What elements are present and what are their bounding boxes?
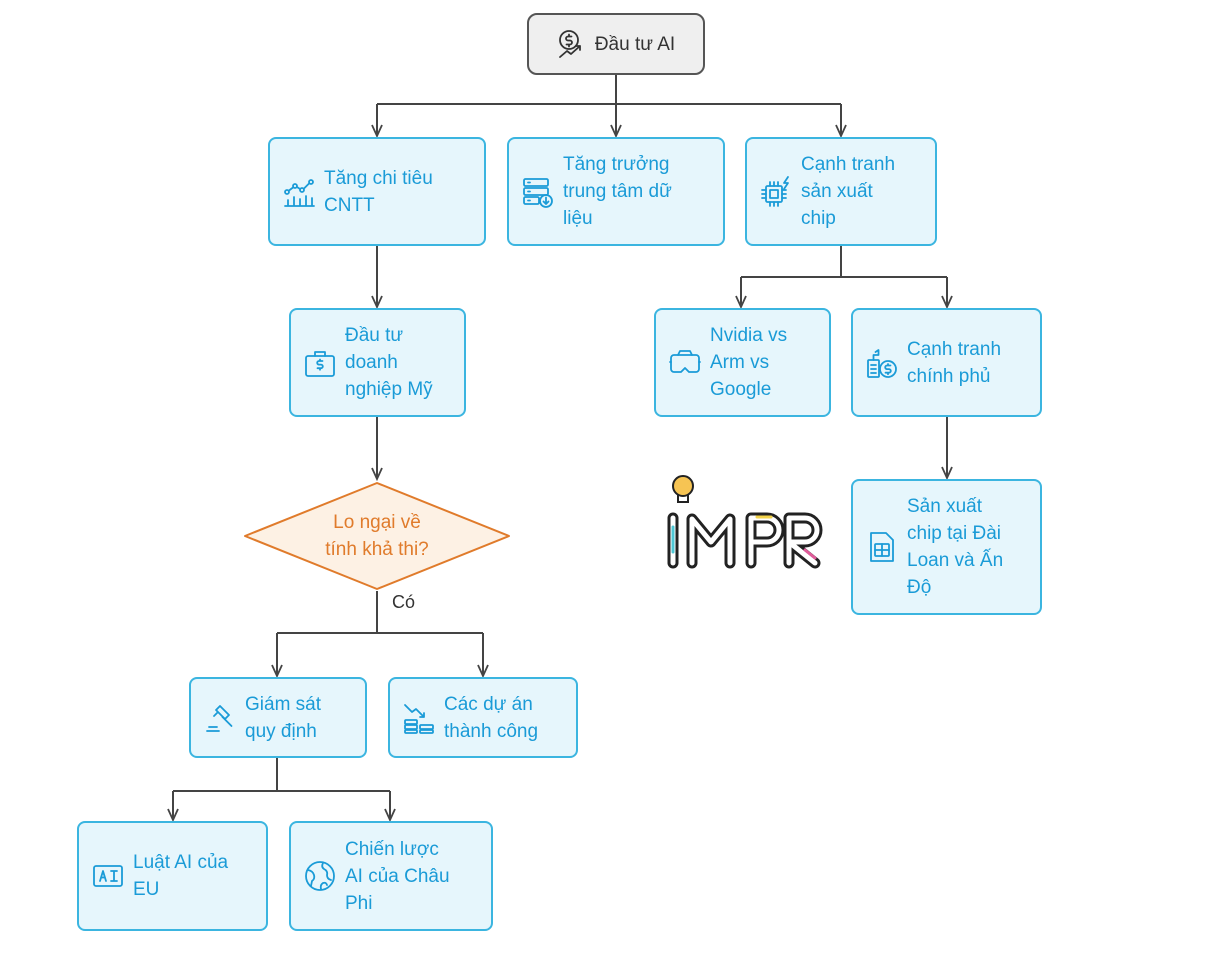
node-successful-projects[interactable]: Các dự án thành công [388,677,578,758]
node-africa-ai-strategy[interactable]: Chiến lược AI của Châu Phi [289,821,493,931]
chart-growth-icon [282,175,316,209]
ai-chip-icon [91,859,125,893]
investment-growth-icon [557,28,589,60]
node-datacenter-growth[interactable]: Tăng trưởng trung tâm dữ liệu [507,137,725,246]
decision-label: Lo ngại về tính khả thi? [325,512,429,560]
node-label: Chiến lược AI của Châu Phi [345,838,450,914]
globe-icon [303,859,337,893]
decision-diamond[interactable] [243,481,511,591]
node-label: Đầu tư AI [594,33,676,55]
node-chip-production-taiwan-india[interactable]: Sản xuất chip tại Đài Loan và Ấn Độ [851,479,1042,615]
server-download-icon [521,175,555,209]
government-money-icon [865,346,899,380]
node-regulatory-oversight[interactable]: Giám sát quy định [189,677,367,758]
node-label: Tăng chi tiêu CNTT [324,167,433,216]
node-label: Nvidia vs Arm vs Google [710,325,788,400]
node-it-spending[interactable]: Tăng chi tiêu CNTT [268,137,486,246]
node-ai-investment[interactable]: Đầu tư AI [527,13,705,75]
node-label: Luật AI của EU [133,852,229,900]
gavel-icon [203,701,237,735]
node-label: Các dự án thành công [444,693,539,742]
briefcase-dollar-icon [303,346,337,380]
chip-lightning-icon [759,175,793,209]
node-nvidia-arm-google[interactable]: Nvidia vs Arm vs Google [654,308,831,417]
sim-chip-icon [865,530,899,564]
node-chip-competition[interactable]: Cạnh tranh sản xuất chip [745,137,937,246]
node-label: Giám sát quy định [245,693,322,742]
node-government-competition[interactable]: Cạnh tranh chính phủ [851,308,1042,417]
money-stack-icon [402,701,436,735]
node-us-business-investment[interactable]: Đầu tư doanh nghiệp Mỹ [289,308,466,417]
branch-label-yes: Có [392,592,416,612]
lightbulb-icon [672,475,694,503]
node-eu-ai-act[interactable]: Luật AI của EU [77,821,268,931]
node-label: Cạnh tranh sản xuất chip [801,154,896,229]
vr-headset-icon [668,346,702,380]
node-label: Cạnh tranh chính phủ [907,338,1002,387]
node-label: Đầu tư doanh nghiệp Mỹ [345,325,433,400]
node-label: Sản xuất chip tại Đài Loan và Ấn Độ [907,496,1004,598]
mpr-logo [667,475,823,569]
node-label: Tăng trưởng trung tâm dữ liệu [563,154,672,229]
